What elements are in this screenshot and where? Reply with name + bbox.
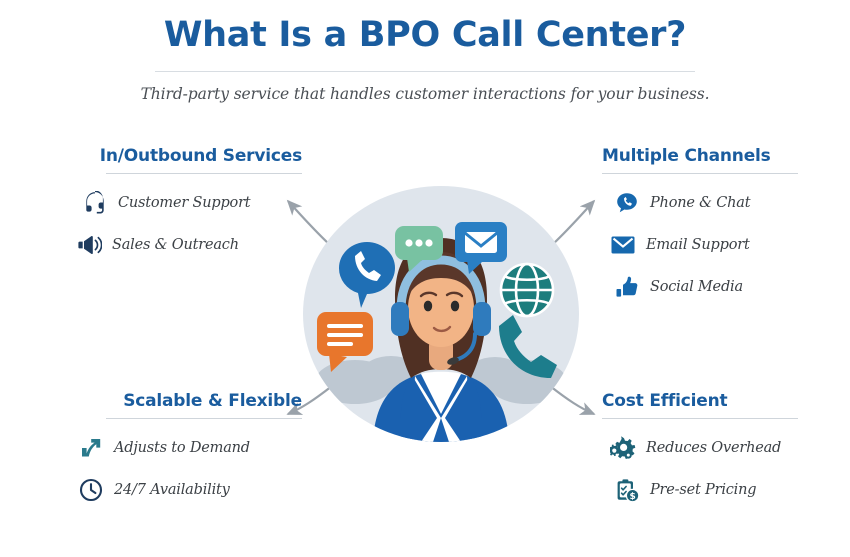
quadrant-divider [106,173,302,174]
list-item-label: Customer Support [118,195,251,211]
agent-face-features [419,291,464,333]
title-divider [155,70,695,72]
phone-handset-icon [499,315,557,378]
list-item[interactable]: Reduces Overhead [588,435,838,461]
thumbs-up-icon [614,274,640,300]
quadrant-items: Adjusts to Demand 24/7 Availability [60,435,310,503]
agent-body [373,371,509,442]
list-item[interactable]: Social Media [588,274,838,300]
list-item-label: Pre-set Pricing [650,482,757,498]
megaphone-icon [76,232,102,258]
list-item-label: Social Media [650,279,743,295]
quadrant-title-cost-efficient: Cost Efficient [602,391,728,411]
quadrant-title-scalable-flexible: Scalable & Flexible [123,391,302,411]
list-item[interactable]: Email Support [588,232,838,258]
quadrant-title-multiple-channels: Multiple Channels [602,146,771,166]
phone-bubble-icon [338,242,395,308]
call-center-agent-illustration [303,186,579,442]
quadrant-title-inoutbound-services: In/Outbound Services [99,146,302,166]
page-subtitle: Third-party service that handles custome… [140,84,710,103]
list-item[interactable]: Adjusts to Demand [60,435,310,461]
quadrant-scalable-flexible: Scalable & Flexible Adjusts to Demand [60,391,310,519]
svg-text:$: $ [629,492,635,502]
clipboard-dollar-icon: $ [614,477,640,503]
growth-arrow-icon [78,435,104,461]
list-item[interactable]: $ Pre-set Pricing [588,477,838,503]
quadrant-items: Customer Support Sales & Outreach [60,190,310,258]
email-bubble-icon [455,222,507,274]
quadrant-items: Reduces Overhead $ Pre-set Pricing [588,435,838,503]
list-item-label: Phone & Chat [650,195,751,211]
message-lines-bubble-icon [317,312,373,372]
quadrant-cost-efficient: Cost Efficient Reduces Overhead [588,391,838,519]
list-item-label: 24/7 Availability [114,482,230,498]
list-item[interactable]: Sales & Outreach [60,232,310,258]
list-item-label: Email Support [646,237,750,253]
agent-scene [315,222,567,442]
quadrant-divider [106,418,302,419]
header: What Is a BPO Call Center? Third-party s… [0,16,850,103]
quadrant-multiple-channels: Multiple Channels Phone & Chat [588,146,838,316]
gears-icon [610,435,636,461]
list-item[interactable]: 24/7 Availability [60,477,310,503]
envelope-icon [610,232,636,258]
list-item[interactable]: Phone & Chat [588,190,838,216]
quadrant-items: Phone & Chat Email Support [588,190,838,300]
chat-dots-bubble-icon [395,226,443,272]
list-item-label: Reduces Overhead [646,440,782,456]
list-item-label: Sales & Outreach [112,237,239,253]
quadrant-divider [602,173,798,174]
list-item[interactable]: Customer Support [60,190,310,216]
headset-icon [82,190,108,216]
phone-chat-bubble-icon [614,190,640,216]
headset-icon [391,255,491,365]
list-item-label: Adjusts to Demand [114,440,250,456]
page-title: What Is a BPO Call Center? [163,15,687,55]
clock-icon [78,477,104,503]
quadrant-divider [602,418,798,419]
illustration-circle-background [303,186,579,442]
agent-face [408,269,474,347]
globe-icon [499,262,555,318]
quadrant-inoutbound-services: In/Outbound Services Customer Support [60,146,310,274]
